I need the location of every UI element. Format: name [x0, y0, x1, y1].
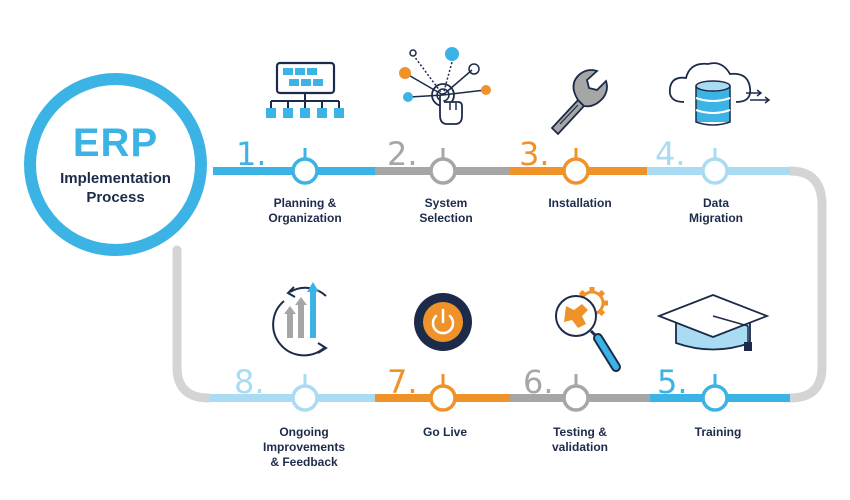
step-1-number: 1. [236, 135, 267, 173]
wrench-icon [550, 69, 608, 136]
step-3-label: Installation [548, 196, 612, 210]
process-connector-left [172, 245, 214, 403]
node-7 [429, 374, 457, 412]
process-connector [785, 166, 827, 403]
step-4-number: 4. [655, 135, 686, 173]
growth-cycle-icon [272, 282, 328, 357]
node-3 [562, 148, 590, 185]
touch-network-icon [399, 47, 491, 125]
node-5 [701, 374, 729, 412]
graduation-cap-icon [656, 294, 770, 351]
step-8-label: Ongoing Improvements & Feedback [262, 425, 346, 469]
hub-subtitle-line1: Implementation [60, 169, 171, 187]
node-6 [562, 374, 590, 412]
step-5-number: 5. [657, 363, 688, 401]
step-3-number: 3. [519, 135, 550, 173]
node-2 [429, 148, 457, 185]
org-chart-icon [266, 61, 344, 118]
step-2-number: 2. [387, 135, 418, 173]
step-6-label: Testing & validation [551, 425, 608, 454]
hub-title: ERP [72, 120, 159, 165]
erp-hub-circle: ERP Implementation Process [24, 73, 207, 256]
step-2-label: System Selection [419, 196, 473, 225]
step-7-number: 7. [387, 363, 418, 401]
step-7-label: Go Live [422, 425, 467, 439]
step-6-number: 6. [523, 363, 554, 401]
hub-subtitle-line2: Process [86, 188, 145, 206]
node-8 [291, 374, 319, 412]
power-button-icon [414, 293, 472, 351]
node-1 [291, 148, 319, 185]
step-5-label: Training [694, 425, 742, 439]
step-8-number: 8. [234, 363, 265, 401]
magnifier-gear-icon [555, 287, 621, 372]
cloud-database-icon [668, 62, 771, 126]
step-4-label: Data Migration [689, 196, 743, 225]
node-4 [701, 148, 729, 185]
step-1-label: Planning & Organization [268, 196, 342, 225]
